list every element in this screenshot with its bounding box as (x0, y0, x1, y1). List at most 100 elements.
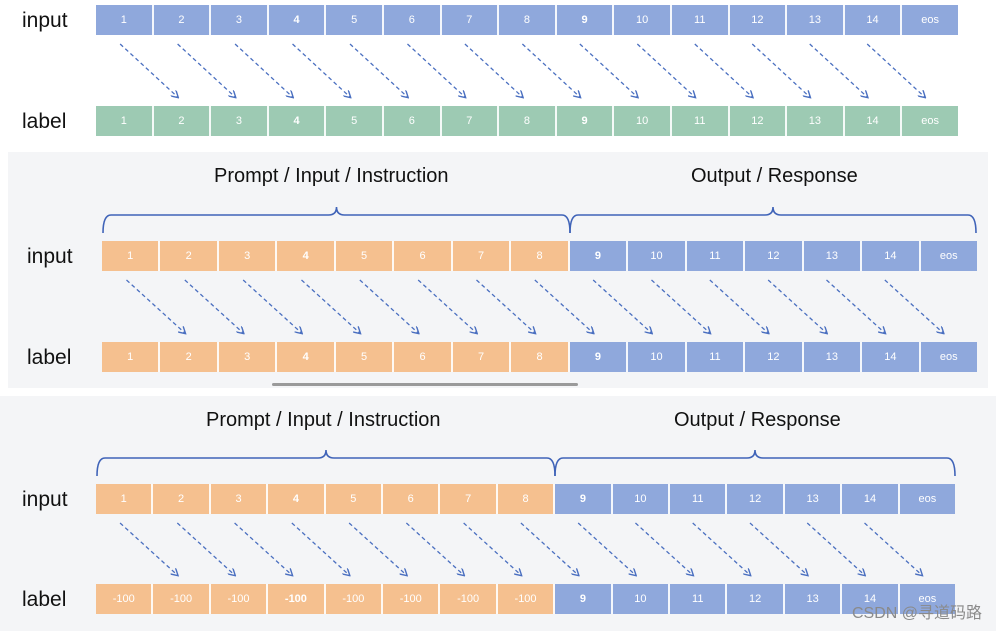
token-cell: 4 (268, 484, 326, 514)
token-cell: 9 (569, 342, 629, 372)
token-cell: 11 (671, 106, 730, 136)
token-cell: 12 (727, 484, 785, 514)
token-cell: 3 (210, 484, 269, 514)
token-cell: -100 (497, 584, 556, 614)
token-cell: 4 (277, 241, 336, 271)
token-cell: 2 (153, 5, 212, 35)
token-cell: 11 (670, 584, 728, 614)
token-cell: 6 (394, 241, 453, 271)
token-cell: 7 (441, 106, 500, 136)
token-cell: 13 (784, 484, 843, 514)
token-cell: -100 (153, 584, 211, 614)
token-cell: 13 (803, 342, 863, 372)
panel3-prompt-heading: Prompt / Input / Instruction (206, 409, 441, 431)
token-cell: 11 (686, 342, 746, 372)
token-cell: 5 (335, 241, 395, 271)
token-cell: 4 (268, 5, 327, 35)
token-cell: eos (920, 241, 978, 271)
token-cell: 3 (218, 241, 278, 271)
token-cell: 13 (784, 584, 843, 614)
token-cell: 1 (102, 241, 161, 271)
token-cell: 9 (569, 241, 629, 271)
token-cell: eos (902, 106, 958, 136)
token-cell: 8 (499, 106, 557, 136)
token-cell: 14 (862, 342, 921, 372)
token-cell: 12 (745, 342, 804, 372)
token-cell: 13 (787, 5, 845, 35)
token-cell: 10 (614, 5, 672, 35)
token-cell: 14 (842, 484, 900, 514)
panel3-input-label: input (22, 488, 68, 511)
token-cell: 14 (844, 106, 903, 136)
token-cell: -100 (440, 584, 498, 614)
token-cell: eos (902, 5, 958, 35)
token-cell: 4 (268, 106, 327, 136)
token-cell: 9 (555, 484, 613, 514)
token-cell: 7 (441, 5, 500, 35)
token-cell: 2 (160, 241, 219, 271)
token-cell: 14 (844, 5, 903, 35)
token-cell: -100 (210, 584, 269, 614)
token-cell: 3 (211, 106, 269, 136)
token-cell: 7 (452, 342, 512, 372)
token-cell: 3 (218, 342, 278, 372)
token-cell: 12 (745, 241, 804, 271)
token-cell: 6 (394, 342, 453, 372)
token-cell: 9 (556, 106, 615, 136)
token-cell: 1 (96, 5, 154, 35)
token-cell: -100 (383, 584, 441, 614)
token-cell: 6 (383, 484, 441, 514)
token-cell: 1 (102, 342, 161, 372)
token-cell: 10 (612, 484, 671, 514)
token-cell: 6 (383, 106, 442, 136)
token-cell: 8 (511, 241, 570, 271)
token-cell: 11 (686, 241, 746, 271)
token-cell: eos (899, 584, 956, 614)
token-cell: 4 (277, 342, 336, 372)
token-cell: 10 (614, 106, 672, 136)
panel2-input-label: input (27, 245, 73, 268)
token-cell: 12 (729, 106, 788, 136)
token-cell: 5 (335, 342, 395, 372)
token-cell: 1 (96, 106, 154, 136)
panel2-output-heading: Output / Response (691, 165, 858, 187)
panel3-output-heading: Output / Response (674, 409, 841, 431)
scrollbar[interactable] (272, 383, 578, 386)
panel2-prompt-heading: Prompt / Input / Instruction (214, 165, 449, 187)
token-cell: 5 (325, 484, 384, 514)
token-cell: 2 (153, 484, 211, 514)
token-cell: 2 (160, 342, 219, 372)
token-cell: 11 (671, 5, 730, 35)
token-cell: 10 (628, 342, 687, 372)
token-cell: 5 (326, 5, 384, 35)
panel3-label-label: label (22, 588, 67, 611)
token-cell: -100 (96, 584, 154, 614)
token-cell: 10 (628, 241, 687, 271)
token-cell: 12 (729, 5, 788, 35)
token-cell: 5 (326, 106, 384, 136)
token-cell: 14 (862, 241, 921, 271)
panel1-input-label: input (22, 9, 68, 32)
token-cell: -100 (325, 584, 384, 614)
token-cell: 9 (555, 584, 613, 614)
token-cell: 8 (499, 5, 557, 35)
token-cell: 8 (497, 484, 556, 514)
token-cell: 1 (96, 484, 154, 514)
token-cell: 3 (211, 5, 269, 35)
token-cell: 12 (727, 584, 785, 614)
token-cell: 7 (440, 484, 498, 514)
token-cell: 6 (383, 5, 442, 35)
token-cell: 10 (612, 584, 671, 614)
token-cell: eos (899, 484, 956, 514)
watermark: CSDN @寻道码路 (851, 605, 982, 622)
token-cell: 14 (842, 584, 900, 614)
token-cell: -100 (268, 584, 326, 614)
token-cell: 13 (787, 106, 845, 136)
panel1-label-label: label (22, 110, 67, 133)
token-cell: 8 (511, 342, 570, 372)
